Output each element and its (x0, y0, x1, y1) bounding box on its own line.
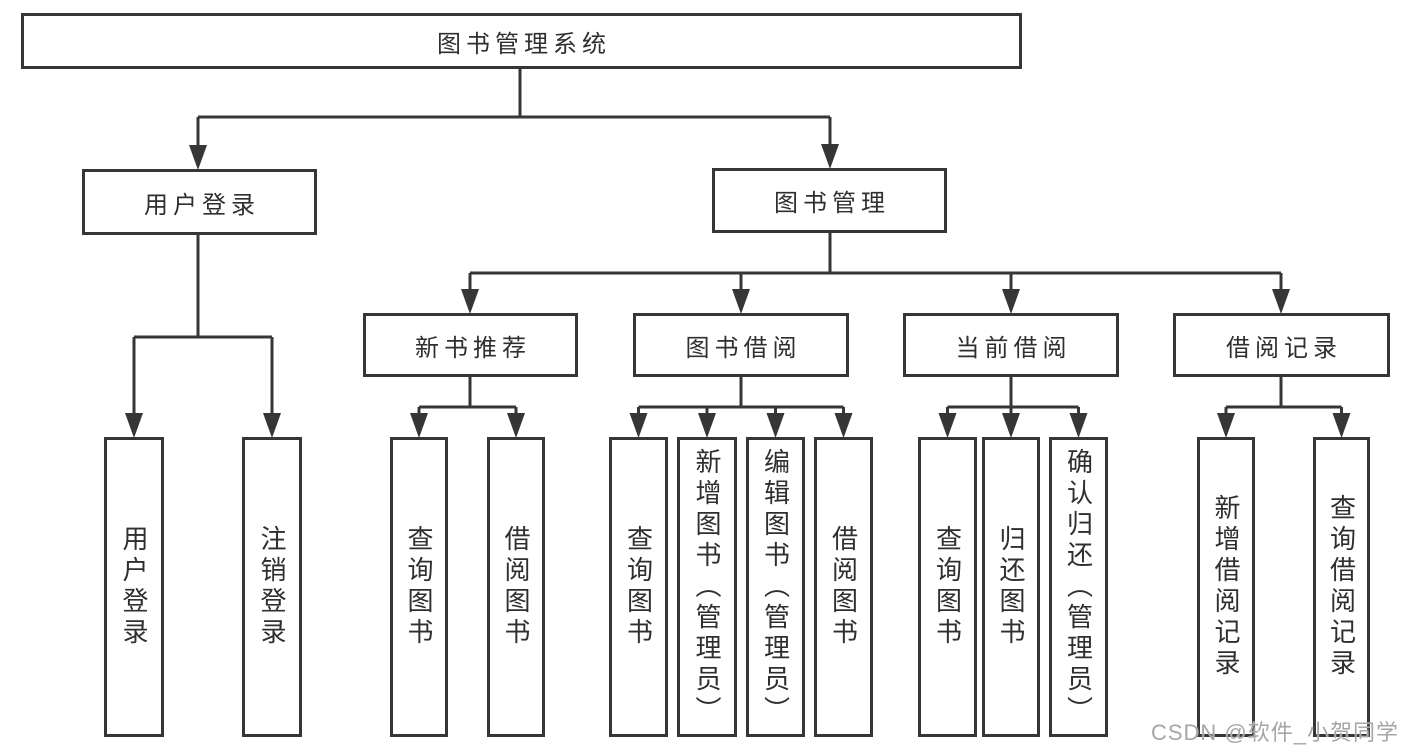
leaf-user-login: 用户登录 (104, 437, 164, 737)
leaf-edit-books-admin: 编辑图书（管理员） (746, 437, 805, 737)
node-label: 新书推荐 (415, 334, 531, 362)
node-label: 图书管理 (774, 190, 890, 217)
leaf-borrow-books-borrowing: 借阅图书 (814, 437, 873, 737)
node-user-login: 用户登录 (82, 169, 317, 235)
node-label: 用户登录 (144, 191, 260, 219)
leaf-query-books-recommend: 查询图书 (390, 437, 448, 737)
node-book-management: 图书管理 (712, 168, 947, 233)
leaf-return-books: 归还图书 (982, 437, 1040, 737)
node-root-library-system: 图书管理系统 (21, 13, 1022, 69)
node-book-borrowing: 图书借阅 (633, 313, 849, 377)
leaf-confirm-return-admin: 确认归还（管理员） (1049, 437, 1108, 737)
leaf-query-books-borrowing: 查询图书 (609, 437, 668, 737)
node-new-book-recommend: 新书推荐 (363, 313, 578, 377)
node-label: 借阅记录 (1226, 334, 1342, 362)
leaf-logout: 注销登录 (242, 437, 302, 737)
node-label: 图书借阅 (685, 334, 802, 362)
node-borrow-records: 借阅记录 (1173, 313, 1390, 377)
leaf-query-borrow-record: 查询借阅记录 (1313, 437, 1370, 737)
leaf-borrow-books-recommend: 借阅图书 (487, 437, 545, 737)
leaf-add-books-admin: 新增图书（管理员） (677, 437, 737, 737)
node-label: 图书管理系统 (437, 30, 611, 58)
node-current-borrowing: 当前借阅 (903, 313, 1119, 377)
node-label: 当前借阅 (955, 334, 1072, 362)
leaf-add-borrow-record: 新增借阅记录 (1197, 437, 1255, 737)
csdn-watermark: CSDN @软件_小贺同学 (1150, 720, 1399, 745)
leaf-query-books-current: 查询图书 (918, 437, 977, 737)
